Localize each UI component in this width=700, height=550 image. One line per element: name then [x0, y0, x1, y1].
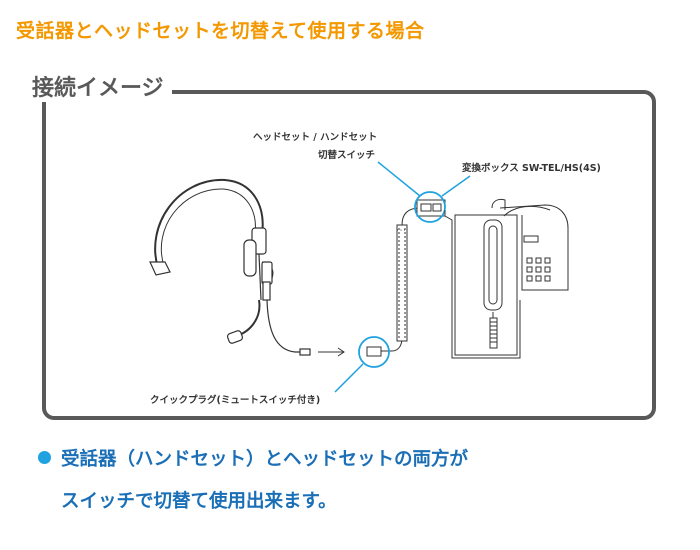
telephone-icon	[444, 198, 569, 359]
page-heading: 受話器とヘッドセットを切替えて使用する場合	[16, 20, 425, 42]
arrow-right-icon	[318, 347, 345, 357]
headset-icon	[149, 178, 311, 356]
switch-label-line1: ヘッドセット / ハンドセット	[253, 132, 377, 143]
plug-label: クイックプラグ(ミュートスイッチ付き)	[150, 394, 320, 406]
bullet-point: 受話器（ハンドセット）とヘッドセットの両方が	[38, 445, 468, 471]
quick-plug-icon	[334, 336, 403, 393]
coiled-cord	[396, 207, 421, 342]
switch-label-line2: 切替スイッチ	[318, 149, 375, 161]
converter-box-icon	[377, 161, 471, 223]
converter-label: 変換ボックス SW-TEL/HS(4S)	[462, 162, 601, 174]
connection-image-frame	[42, 90, 656, 420]
bullet-line2: スイッチで切替て使用出来ます。	[61, 491, 337, 512]
frame-title: 接続イメージ	[24, 70, 172, 102]
bullet-dot-icon	[38, 451, 51, 464]
bullet-line1: 受話器（ハンドセット）とヘッドセットの両方が	[61, 449, 469, 470]
